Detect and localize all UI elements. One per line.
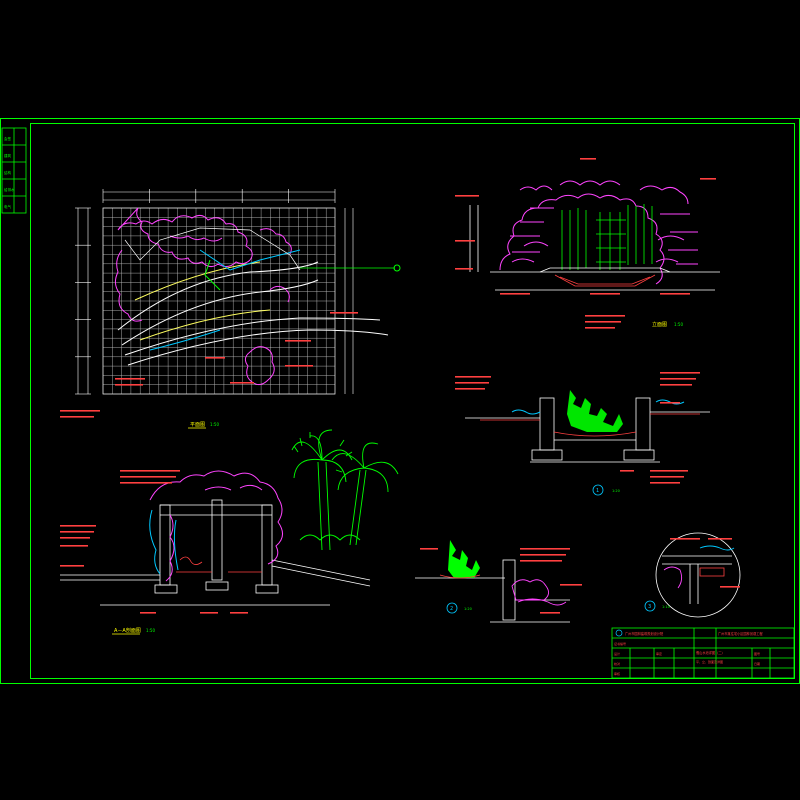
detail2-notes <box>420 548 582 614</box>
section-aa: A－A剖面图 1:50 <box>60 429 399 635</box>
section-aa-notes <box>60 470 248 614</box>
detail1-number: 1 <box>596 488 599 494</box>
plan-dim-ticks <box>75 189 336 395</box>
detail1-notes <box>455 372 700 484</box>
plan-rockery <box>114 207 292 386</box>
title-cell-5: 日期 <box>754 661 760 666</box>
detail-3: 3 1:10 <box>644 532 741 618</box>
title-sheet-name: 假山水池详图（二） <box>696 650 725 655</box>
palm-trees <box>291 429 399 551</box>
elevation-notes <box>455 158 716 329</box>
elevation-view: 立面图 1:50 <box>455 158 720 329</box>
plan-paths <box>117 227 389 366</box>
strip-label-2: 结构 <box>4 170 11 175</box>
title-cell-1: 校对 <box>614 661 620 666</box>
title-cell-4: 图号 <box>754 651 760 656</box>
detail1-scale: 1:20 <box>612 489 620 493</box>
detail3-number: 3 <box>648 604 651 610</box>
left-strip-labels: 会签 建筑 结构 给排水 电气 <box>4 136 15 209</box>
title-cell-3: 审定 <box>656 651 662 656</box>
detail-1: 1 1:20 <box>455 372 710 496</box>
title-sheet-sub: 平、立、剖面及详图 <box>696 659 723 664</box>
left-signoff-strip <box>1 127 27 214</box>
title-company: 广州市园林建筑规划设计院 <box>625 631 664 636</box>
elevation-title: 立面图 <box>652 321 667 328</box>
strip-label-3: 给排水 <box>4 187 15 192</box>
detail2-number: 2 <box>450 606 453 612</box>
strip-label-0: 会签 <box>4 136 11 141</box>
plan-scale: 1:50 <box>210 422 219 427</box>
title-block: 广州市园林建筑规划设计院 广州市某住宅小区园林景观工程 假山水池详图（二） 平、… <box>611 627 795 679</box>
title-cert: 证书编号 <box>614 641 626 646</box>
strip-label-4: 电气 <box>4 204 11 209</box>
detail3-notes <box>670 538 740 588</box>
plan-dimensions <box>77 191 354 394</box>
title-cell-0: 设计 <box>614 651 620 656</box>
elevation-scale: 1:50 <box>674 322 683 327</box>
detail-2: 2 1:20 <box>415 540 582 623</box>
plan-title: 平面图 <box>190 422 205 428</box>
title-cell-2: 审核 <box>614 671 620 676</box>
detail3-scale: 1:10 <box>662 605 670 609</box>
detail2-scale: 1:20 <box>464 607 472 611</box>
plan-notes <box>60 312 358 418</box>
section-aa-title: A－A剖面图 <box>114 627 141 634</box>
title-project: 广州市某住宅小区园林景观工程 <box>718 631 763 636</box>
strip-label-1: 建筑 <box>4 153 11 158</box>
section-aa-scale: 1:50 <box>146 628 155 633</box>
plan-view: 平面图 1:50 <box>60 189 401 429</box>
